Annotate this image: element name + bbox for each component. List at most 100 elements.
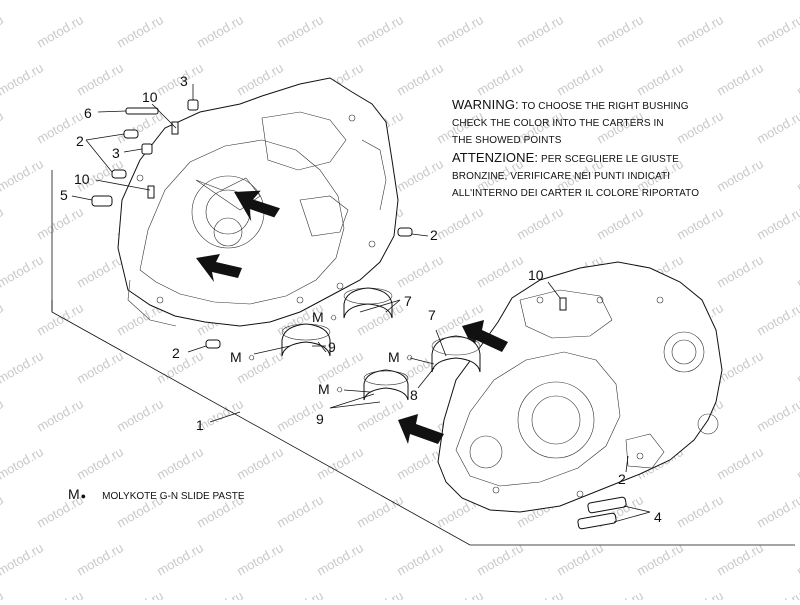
watermark-text: motod.ru xyxy=(314,444,366,483)
drop-icon xyxy=(336,386,343,393)
watermark-text: motod.ru xyxy=(394,60,446,99)
watermark-text: motod.ru xyxy=(234,540,286,579)
watermark-text: motod.ru xyxy=(314,540,366,579)
watermark-text: motod.ru xyxy=(234,0,286,3)
watermark-text: motod.ru xyxy=(714,60,766,99)
callout-2: 2 xyxy=(76,133,84,149)
pin-10a xyxy=(171,121,179,135)
bushing-9a xyxy=(281,323,331,357)
watermark-text: motod.ru xyxy=(0,108,6,147)
left-crankcase-half xyxy=(117,77,399,327)
watermark-text: motod.ru xyxy=(274,588,326,600)
callout-10: 10 xyxy=(528,267,544,283)
watermark-text: motod.ru xyxy=(34,396,86,435)
bush-3b xyxy=(141,143,153,155)
pin-10b xyxy=(147,185,155,199)
watermark-text: motod.ru xyxy=(274,12,326,51)
watermark-text: motod.ru xyxy=(194,588,246,600)
watermark-text: motod.ru xyxy=(794,540,800,579)
watermark-text: motod.ru xyxy=(354,588,406,600)
warning-note: WARNING: TO CHOOSE THE RIGHT BUSHING CHE… xyxy=(452,96,792,202)
watermark-text: motod.ru xyxy=(74,60,126,99)
drop-icon xyxy=(330,314,337,321)
dowel-2b xyxy=(111,169,127,179)
watermark-text: motod.ru xyxy=(634,60,686,99)
callout-4: 4 xyxy=(654,509,662,525)
watermark-text: motod.ru xyxy=(474,0,526,3)
watermark-text: motod.ru xyxy=(74,444,126,483)
watermark-text: motod.ru xyxy=(794,156,800,195)
watermark-text: motod.ru xyxy=(554,60,606,99)
watermark-text: motod.ru xyxy=(394,156,446,195)
callout-3: 3 xyxy=(112,145,120,161)
watermark-text: motod.ru xyxy=(434,588,486,600)
callout-10: 10 xyxy=(74,171,90,187)
watermark-text: motod.ru xyxy=(114,12,166,51)
watermark-text: motod.ru xyxy=(514,204,566,243)
watermark-text: motod.ru xyxy=(74,252,126,291)
dowel-2a xyxy=(123,129,139,139)
callout-7: 7 xyxy=(428,307,436,323)
callout-2: 2 xyxy=(172,345,180,361)
watermark-text: motod.ru xyxy=(794,0,800,3)
watermark-text: motod.ru xyxy=(794,348,800,387)
drop-icon: ● xyxy=(80,491,87,501)
callout-7: 7 xyxy=(404,293,412,309)
callout-2: 2 xyxy=(430,227,438,243)
watermark-text: motod.ru xyxy=(0,444,46,483)
watermark-text: motod.ru xyxy=(0,300,6,339)
watermark-text: motod.ru xyxy=(394,252,446,291)
watermark-text: motod.ru xyxy=(714,0,766,3)
watermark-text: motod.ru xyxy=(234,444,286,483)
watermark-text: motod.ru xyxy=(114,396,166,435)
watermark-text: motod.ru xyxy=(794,444,800,483)
watermark-text: motod.ru xyxy=(354,492,406,531)
assembly-bracket xyxy=(51,170,795,546)
watermark-text: motod.ru xyxy=(0,12,6,51)
watermark-text: motod.ru xyxy=(434,12,486,51)
warning-heading-en: WARNING: xyxy=(452,97,519,112)
warning-line: CHECK THE COLOR INTO THE CARTERS IN xyxy=(452,118,664,129)
callout-3: 3 xyxy=(180,73,188,89)
watermark-text: motod.ru xyxy=(74,0,126,3)
watermark-text: motod.ru xyxy=(754,204,800,243)
watermark-text: motod.ru xyxy=(0,156,46,195)
lube-mark: M xyxy=(230,349,242,365)
watermark-text: motod.ru xyxy=(0,0,46,3)
watermark-text: motod.ru xyxy=(34,204,86,243)
watermark-text: motod.ru xyxy=(394,0,446,3)
dowel-5 xyxy=(91,195,113,207)
watermark-text: motod.ru xyxy=(0,540,46,579)
watermark-text: motod.ru xyxy=(514,12,566,51)
watermark-text: motod.ru xyxy=(754,396,800,435)
bush-3a xyxy=(187,99,199,111)
watermark-text: motod.ru xyxy=(0,204,6,243)
dowel-2d xyxy=(205,339,221,349)
lube-symbol: M● xyxy=(68,486,86,502)
warning-arrow xyxy=(234,190,280,222)
watermark-text: motod.ru xyxy=(0,492,6,531)
watermark-text: motod.ru xyxy=(634,0,686,3)
watermark-text: motod.ru xyxy=(474,540,526,579)
watermark-text: motod.ru xyxy=(394,540,446,579)
watermark-text: motod.ru xyxy=(514,588,566,600)
callout-8: 8 xyxy=(410,387,418,403)
warning-arrow xyxy=(398,414,444,444)
watermark-text: motod.ru xyxy=(74,540,126,579)
drop-icon xyxy=(406,354,413,361)
watermark-text: motod.ru xyxy=(714,540,766,579)
watermark-text: motod.ru xyxy=(154,444,206,483)
warning-line: TO CHOOSE THE RIGHT BUSHING xyxy=(521,101,689,112)
watermark-text: motod.ru xyxy=(754,588,800,600)
dowel-2c xyxy=(397,227,413,237)
lube-mark: M xyxy=(388,349,400,365)
leader-lines xyxy=(71,84,651,523)
watermark-text: motod.ru xyxy=(754,12,800,51)
warning-line: THE SHOWED POINTS xyxy=(452,135,562,146)
watermark-text: motod.ru xyxy=(674,492,726,531)
bushing-7a xyxy=(343,287,393,319)
watermark-text: motod.ru xyxy=(314,0,366,3)
watermark-text: motod.ru xyxy=(474,60,526,99)
watermark-text: motod.ru xyxy=(794,252,800,291)
